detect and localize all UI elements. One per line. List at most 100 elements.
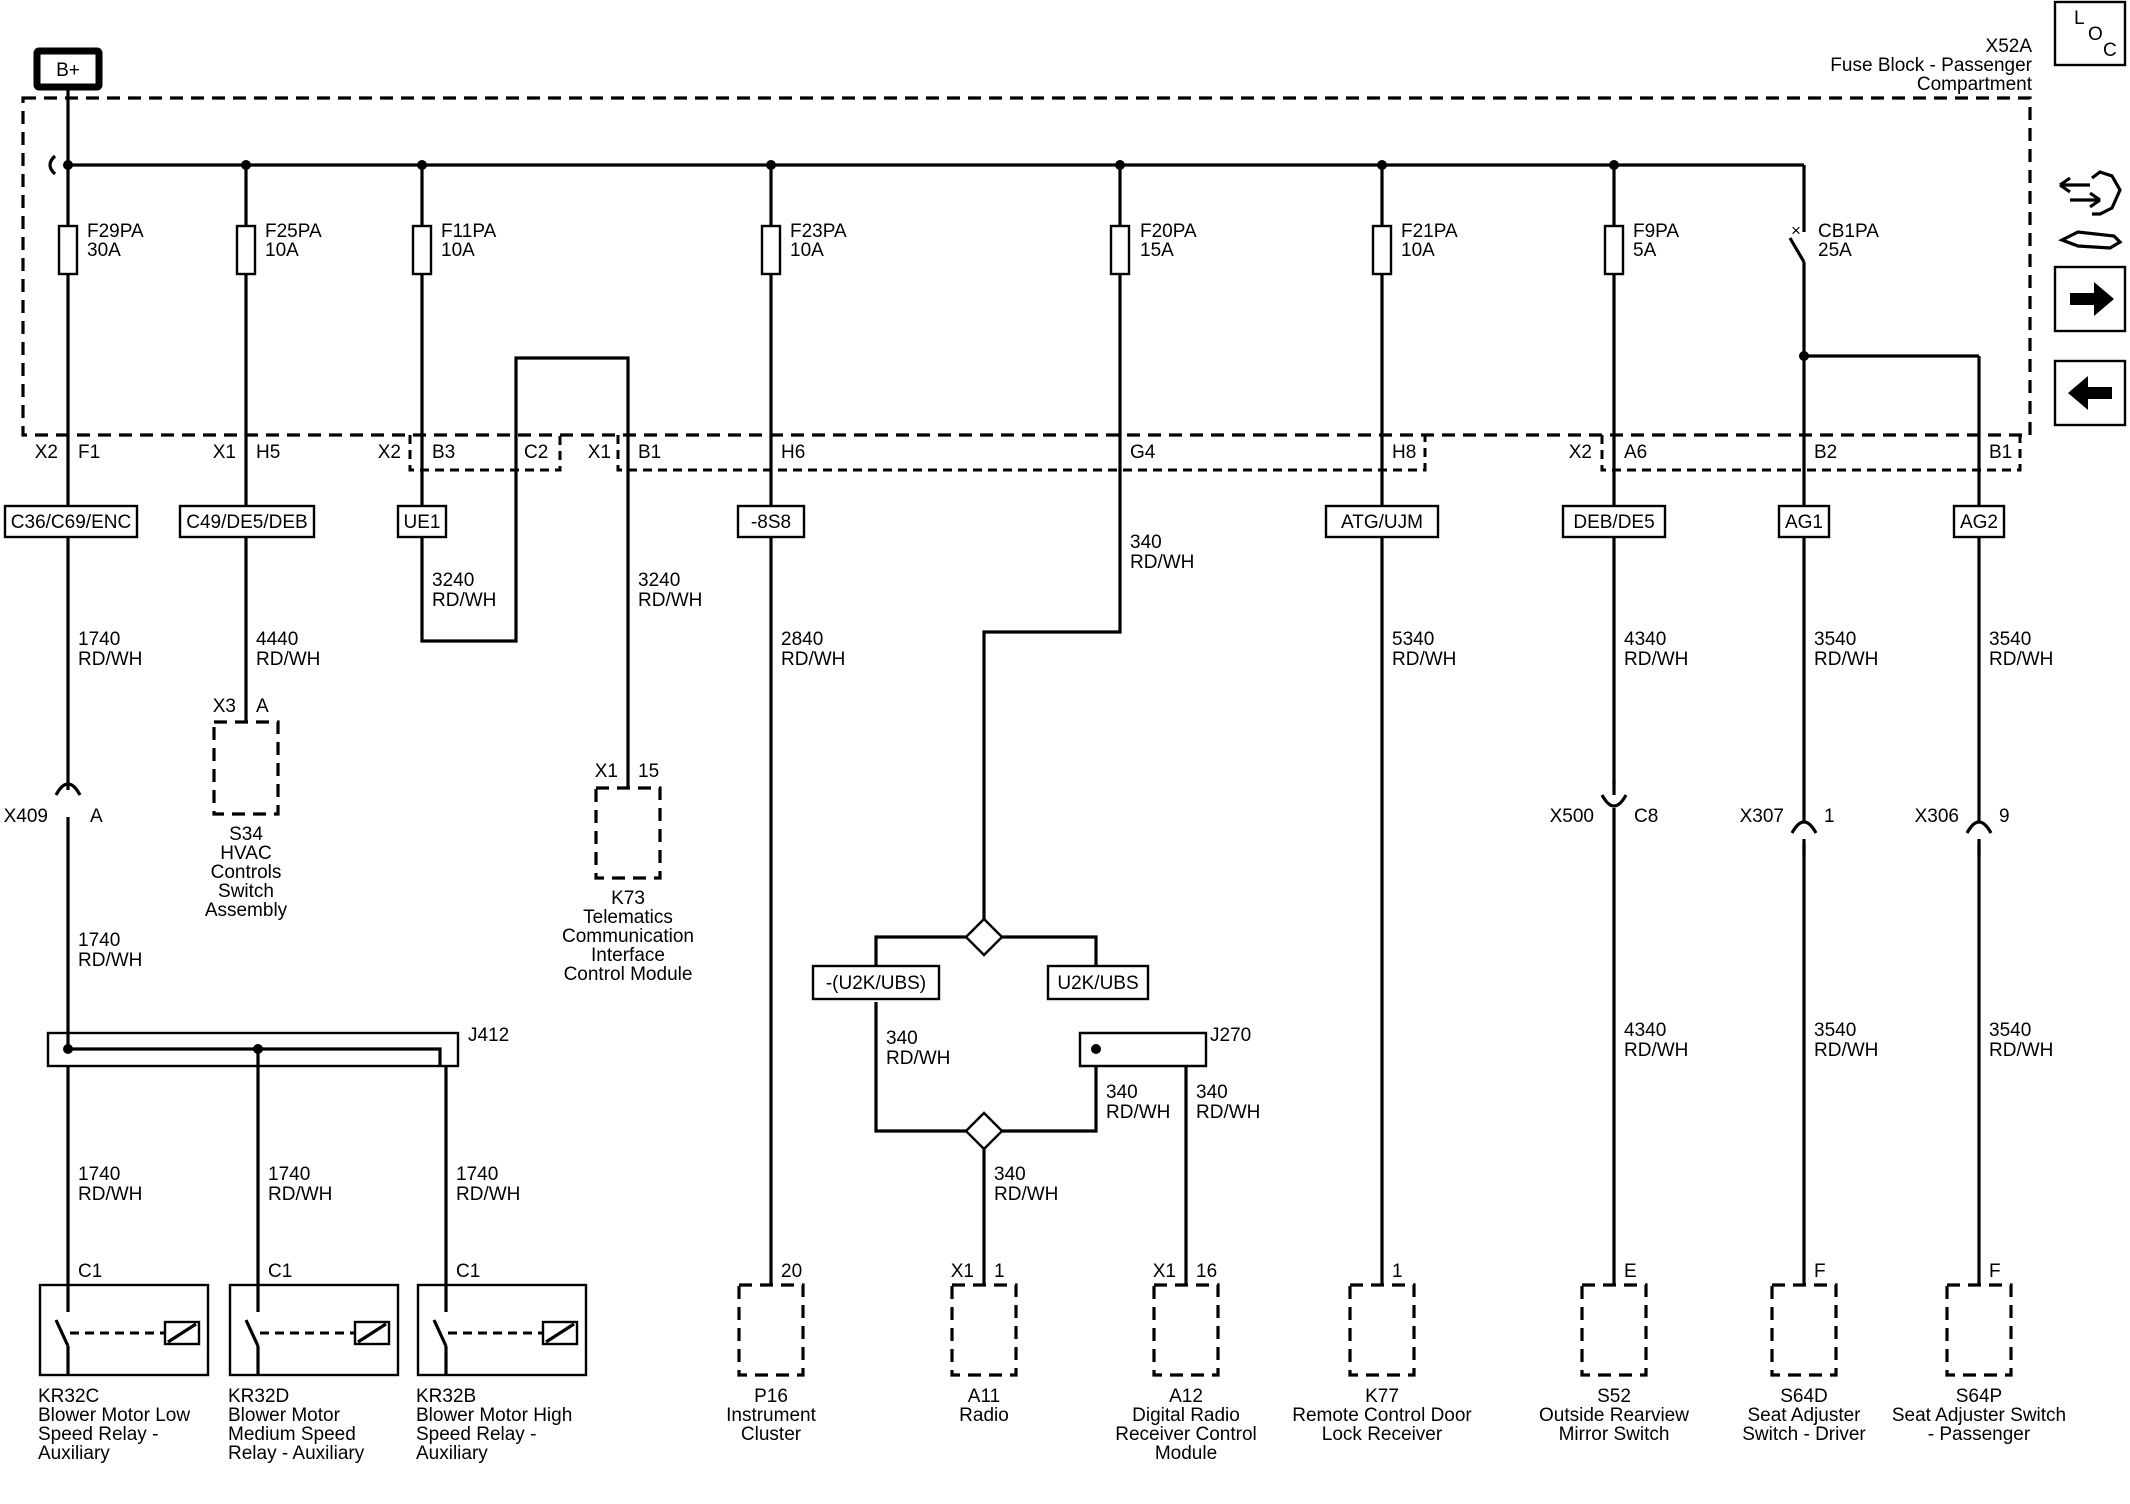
inline-connector-x409: X409 A [4,772,103,827]
svg-text:C1: C1 [78,1261,102,1282]
svg-text:C1: C1 [456,1261,480,1282]
wire-f11pa-loop [420,356,630,788]
svg-text:3240: 3240 [638,570,680,591]
svg-text:RD/WH: RD/WH [1624,1040,1688,1061]
svg-text:Outside Rearview: Outside Rearview [1539,1405,1689,1426]
component-k77-door-lock-receiver: 1 K77 Remote Control Door Lock Receiver [1292,1261,1472,1445]
svg-text:O: O [2088,24,2103,45]
svg-text:UE1: UE1 [404,512,441,533]
fuse-f9pa: F9PA 5A [1603,165,1679,434]
fuse-f23pa: F23PA 10A [760,165,847,434]
option-ue1: UE1 [396,504,448,539]
svg-text:U2K/UBS: U2K/UBS [1057,973,1138,994]
fuse-f11pa: F11PA 10A [411,165,497,434]
next-page-button[interactable] [2053,265,2127,333]
connector-service-icon[interactable] [2058,170,2123,250]
svg-text:16: 16 [1196,1261,1217,1282]
svg-text:F23PA: F23PA [790,221,847,242]
svg-text:340: 340 [1130,532,1162,553]
svg-text:5340: 5340 [1392,629,1434,650]
svg-text:F: F [1814,1261,1826,1282]
svg-text:RD/WH: RD/WH [994,1184,1058,1205]
svg-text:RD/WH: RD/WH [256,649,320,670]
svg-text:15: 15 [638,761,659,782]
wire-f20pa [874,434,1208,1285]
svg-text:340: 340 [886,1028,918,1049]
svg-text:S64D: S64D [1780,1386,1828,1407]
svg-text:Controls: Controls [211,862,282,883]
svg-text:Telematics: Telematics [583,907,673,928]
svg-text:F25PA: F25PA [265,221,322,242]
svg-text:S34: S34 [229,824,263,845]
svg-text:RD/WH: RD/WH [1624,649,1688,670]
svg-text:X3: X3 [213,696,236,717]
svg-text:A: A [256,696,269,717]
svg-text:B1: B1 [1989,442,2012,463]
svg-text:-(U2K/UBS): -(U2K/UBS) [826,973,926,994]
svg-text:F29PA: F29PA [87,221,144,242]
svg-text:20: 20 [781,1261,802,1282]
svg-text:RD/WH: RD/WH [1392,649,1456,670]
svg-text:C: C [2103,40,2117,61]
svg-text:15A: 15A [1140,240,1174,261]
svg-text:X1: X1 [595,761,618,782]
svg-text:Fuse Block - Passenger: Fuse Block - Passenger [1830,55,2032,76]
svg-text:Digital Radio: Digital Radio [1132,1405,1240,1426]
inline-connector-x306: X306 9 [1915,806,2010,856]
svg-text:J412: J412 [468,1025,509,1046]
svg-text:A: A [90,806,103,827]
svg-text:Assembly: Assembly [205,900,288,921]
svg-text:H6: H6 [781,442,805,463]
svg-text:B3: B3 [432,442,455,463]
svg-text:Compartment: Compartment [1917,74,2033,95]
svg-text:X307: X307 [1740,806,1784,827]
connector-x2-block [408,435,562,472]
connector-labels: X2 F1 X1 H5 X2 B3 C2 X1 B1 H6 G4 H8 X2 A… [35,442,2013,463]
component-s34-hvac-controls: X3 A S34 HVAC Controls Switch Assembly [205,696,288,921]
svg-text:Seat Adjuster Switch: Seat Adjuster Switch [1892,1405,2066,1426]
splice-j270-label: J270 [1210,1025,1251,1046]
svg-text:Auxiliary: Auxiliary [38,1443,110,1464]
diamond-splice-bottom [964,1111,1004,1151]
option-c49-de5-deb: C49/DE5/DEB [178,504,316,539]
svg-text:F21PA: F21PA [1401,221,1458,242]
svg-text:Seat Adjuster: Seat Adjuster [1747,1405,1861,1426]
svg-text:F1: F1 [78,442,100,463]
previous-page-button[interactable] [2053,359,2127,427]
svg-text:S52: S52 [1597,1386,1631,1407]
svg-text:H8: H8 [1392,442,1416,463]
svg-text:P16: P16 [754,1386,788,1407]
svg-text:Blower Motor High: Blower Motor High [416,1405,572,1426]
svg-text:4340: 4340 [1624,1020,1666,1041]
svg-text:1740: 1740 [268,1164,310,1185]
circuit-breaker-cb1pa: × CB1PA 25A [1788,165,1981,434]
fuse-f21pa: F21PA 10A [1371,165,1458,434]
svg-text:Cluster: Cluster [741,1424,802,1445]
component-p16-instrument-cluster: 20 P16 Instrument Cluster [726,1261,816,1445]
location-button[interactable]: L O C [2053,0,2127,67]
svg-text:1740: 1740 [78,1164,120,1185]
connector-x1-block [616,435,1427,472]
svg-text:1740: 1740 [78,629,120,650]
svg-text:2840: 2840 [781,629,823,650]
svg-text:30A: 30A [87,240,121,261]
svg-text:X1: X1 [1153,1261,1176,1282]
svg-text:A12: A12 [1169,1386,1203,1407]
svg-text:RD/WH: RD/WH [78,649,142,670]
fuse-f20pa: F20PA 15A [1109,165,1197,434]
component-kr32c-relay: C1 KR32C Blower Motor Low Speed Relay - … [38,1261,210,1464]
svg-text:Speed Relay -: Speed Relay - [416,1424,536,1445]
svg-text:RD/WH: RD/WH [1106,1102,1170,1123]
svg-text:X2: X2 [35,442,58,463]
svg-text:ATG/UJM: ATG/UJM [1341,512,1423,533]
svg-text:RD/WH: RD/WH [432,590,496,611]
svg-text:Mirror Switch: Mirror Switch [1559,1424,1670,1445]
option-8s8: -8S8 [736,504,806,539]
svg-text:X1: X1 [951,1261,974,1282]
svg-text:3540: 3540 [1814,1020,1856,1041]
svg-text:Radio: Radio [959,1405,1009,1426]
svg-text:RD/WH: RD/WH [1130,552,1194,573]
svg-text:RD/WH: RD/WH [1196,1102,1260,1123]
fuse-f25pa: F25PA 10A [235,165,322,434]
svg-text:X2: X2 [1569,442,1592,463]
